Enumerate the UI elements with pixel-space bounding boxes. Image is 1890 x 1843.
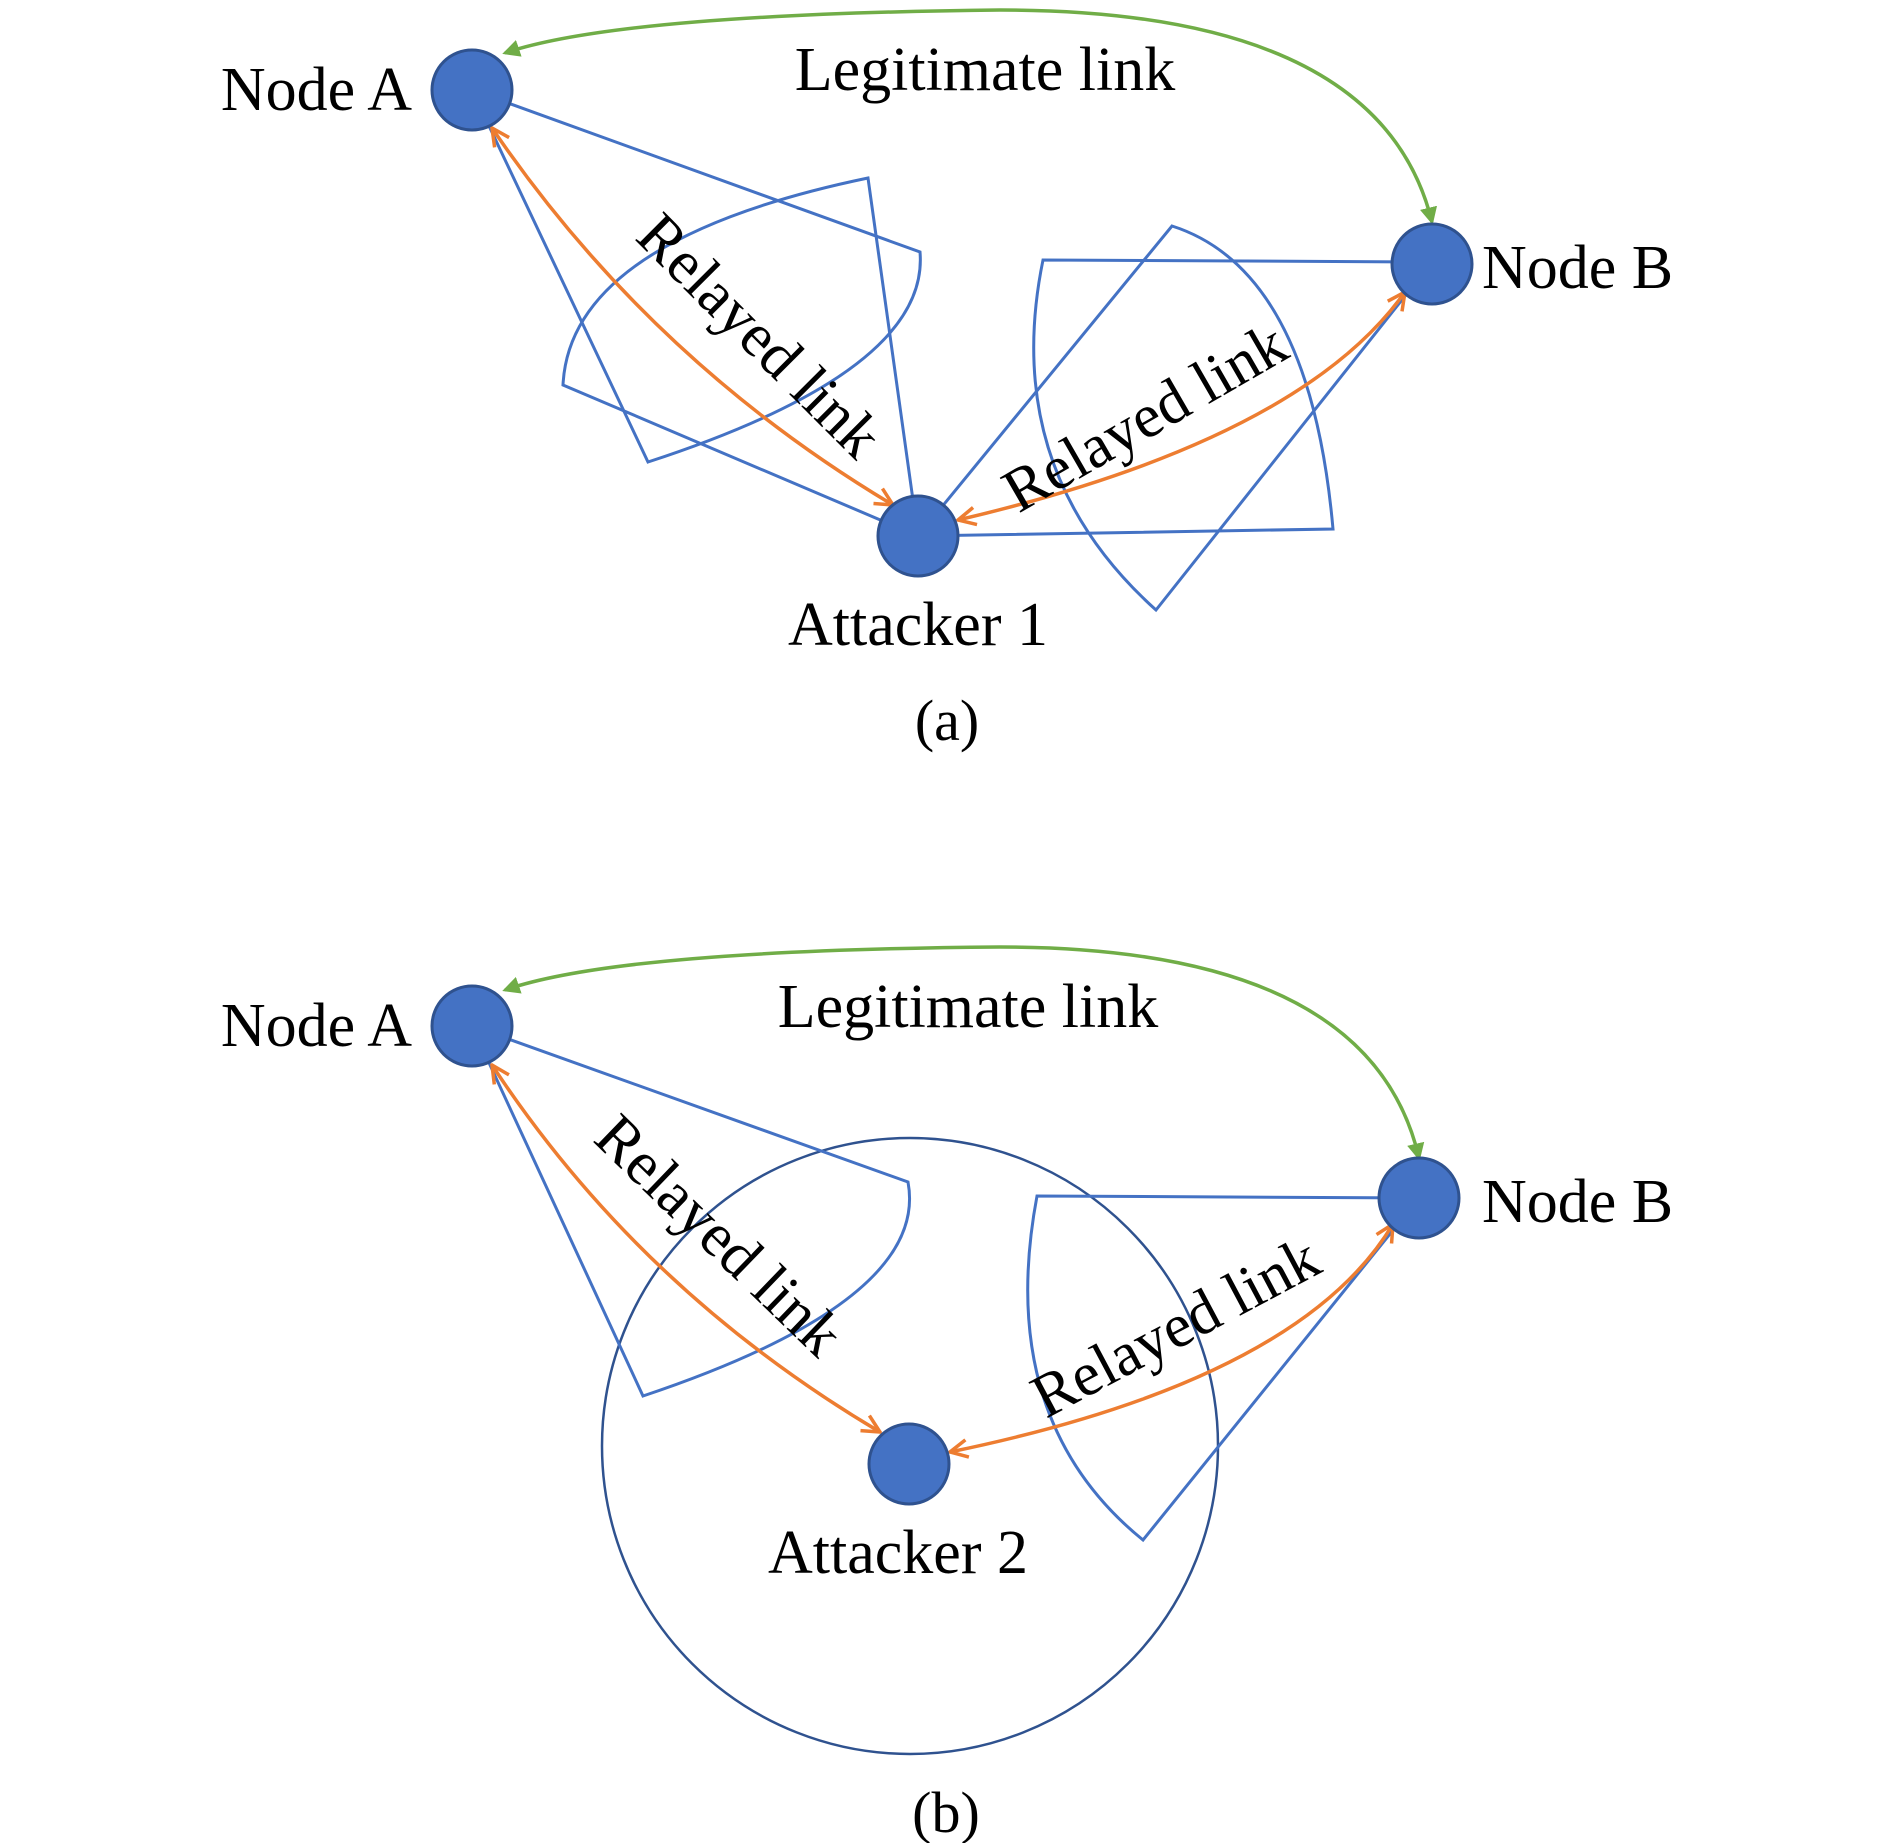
node-b-circle bbox=[1377, 1156, 1461, 1240]
relayed-link-a-label: Relayed link bbox=[582, 1102, 856, 1370]
legitimate-link-label: Legitimate link bbox=[795, 36, 1176, 104]
attacker-2-circle bbox=[867, 1422, 951, 1506]
legitimate-link-label: Legitimate link bbox=[778, 973, 1159, 1041]
node-b-label: Node B bbox=[1482, 234, 1673, 302]
node-a-label: Node A bbox=[221, 56, 412, 124]
relayed-link-a-label: Relayed link bbox=[624, 200, 895, 471]
relayed-link-b-label: Relayed link bbox=[1021, 1223, 1331, 1431]
legitimate-link-arrow bbox=[502, 8, 1438, 225]
attacker-2-label: Attacker 2 bbox=[768, 1519, 1028, 1587]
relayed-link-a-arrow bbox=[492, 128, 893, 505]
attacker-1-circle bbox=[876, 494, 960, 578]
node-a-circle bbox=[430, 48, 514, 132]
panel-a: Node A Node B Attacker 1 Legitimate link… bbox=[221, 8, 1673, 753]
panel-b-caption: (b) bbox=[912, 1780, 980, 1843]
relayed-link-a-arrow bbox=[492, 1065, 880, 1432]
relayed-link-b-arrow bbox=[950, 1224, 1393, 1452]
node-b-label: Node B bbox=[1482, 1168, 1673, 1236]
node-a-circle bbox=[430, 984, 514, 1068]
node-b-circle bbox=[1390, 222, 1474, 306]
node-a-label: Node A bbox=[221, 992, 412, 1060]
legitimate-link-arrow bbox=[502, 945, 1425, 1161]
panel-a-caption: (a) bbox=[915, 688, 979, 753]
panel-b: Node A Node B Attacker 2 Legitimate link… bbox=[221, 945, 1673, 1843]
attacker-1-label: Attacker 1 bbox=[788, 591, 1048, 659]
relayed-link-b-arrow bbox=[958, 292, 1405, 520]
